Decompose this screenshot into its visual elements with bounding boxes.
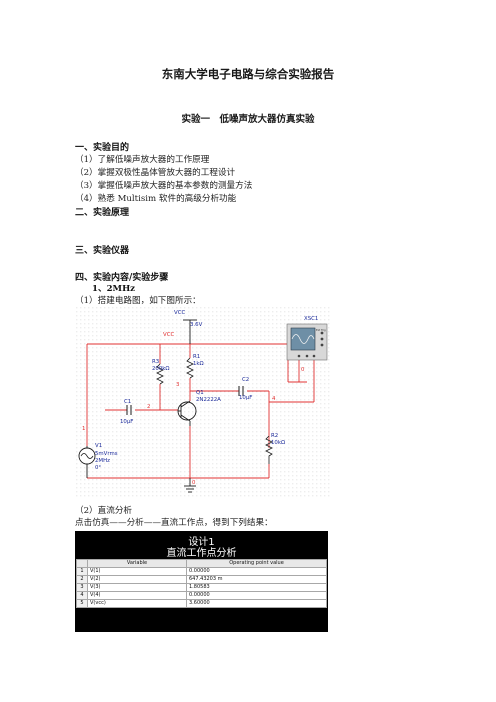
r1-value: 1kΩ bbox=[193, 361, 204, 367]
r1-name: R1 bbox=[193, 354, 200, 360]
table-row: 3 V(3) 1.80583 bbox=[76, 583, 327, 592]
q1-name: Q1 bbox=[196, 390, 204, 396]
dc-results-table: Variable Operating point value 1 V(1) 0.… bbox=[76, 559, 327, 608]
purpose-item: （3）掌握低噪声放大器的基本参数的测量方法 bbox=[75, 181, 253, 191]
wires-red bbox=[86, 343, 315, 479]
document-title: 东南大学电子电路与综合实验报告 bbox=[161, 67, 335, 81]
vcc-net-label: VCC bbox=[163, 332, 174, 338]
r2-resistor bbox=[265, 435, 273, 464]
row-variable: V(2) bbox=[87, 575, 187, 584]
row-value: 647.43203 m bbox=[186, 575, 327, 584]
step-dc-analysis: （2）直流分析 bbox=[75, 506, 133, 516]
header-value: Operating point value bbox=[186, 559, 327, 568]
purpose-item: （1）了解低噪声放大器的工作原理 bbox=[75, 155, 210, 165]
row-index: 4 bbox=[76, 591, 88, 600]
r3-resistor bbox=[156, 363, 164, 385]
header-variable: Variable bbox=[87, 559, 187, 568]
r1-resistor bbox=[186, 357, 194, 379]
table-row: 5 V(vcc) 3.60000 bbox=[76, 599, 327, 608]
node-2: 2 bbox=[147, 404, 150, 410]
q1-model: 2N2222A bbox=[196, 397, 221, 403]
r2-value: 10kΩ bbox=[271, 440, 285, 446]
c1-value: 10μF bbox=[120, 419, 133, 425]
purpose-item: （2）掌握双极性晶体管放大器的工程设计 bbox=[75, 168, 236, 178]
xsc1-label: XSC1 bbox=[304, 316, 318, 322]
v1-name: V1 bbox=[95, 443, 102, 449]
header-index bbox=[76, 559, 88, 568]
section-heading-principle: 二、实验原理 bbox=[75, 208, 130, 218]
node-1: 1 bbox=[82, 426, 85, 432]
subsection-2mhz: 1、2MHz bbox=[92, 284, 136, 294]
row-index: 1 bbox=[76, 567, 88, 576]
design-label: 设计1 bbox=[188, 537, 215, 548]
r2-name: R2 bbox=[271, 433, 278, 439]
v1-source bbox=[78, 447, 96, 465]
vcc-label: VCC bbox=[174, 310, 185, 316]
oscilloscope-xsc1 bbox=[286, 323, 328, 361]
node-3: 3 bbox=[176, 382, 179, 388]
row-value: 0.00000 bbox=[186, 591, 327, 600]
row-index: 5 bbox=[76, 599, 88, 608]
row-value: 3.60000 bbox=[186, 599, 327, 608]
node-0-ground: 0 bbox=[192, 480, 196, 486]
row-variable: V(vcc) bbox=[87, 599, 187, 608]
row-value: 0.00000 bbox=[186, 567, 327, 576]
row-variable: V(1) bbox=[87, 567, 187, 576]
section-heading-content: 四、实验内容/实验步骤 bbox=[75, 273, 169, 283]
section-heading-purpose: 一、实验目的 bbox=[75, 143, 130, 153]
vcc-value: 3.6V bbox=[190, 322, 203, 328]
r3-name: R3 bbox=[152, 359, 159, 365]
dc-operating-point-panel: 设计1 直流工作点分析 Variable Operating point val… bbox=[75, 531, 328, 632]
purpose-item: （4）熟悉 Multisim 软件的高级分析功能 bbox=[75, 194, 237, 204]
node-0-scope: 0 bbox=[301, 367, 305, 373]
c1-capacitor bbox=[126, 405, 132, 415]
node-4: 4 bbox=[272, 396, 276, 402]
row-index: 2 bbox=[76, 575, 88, 584]
row-index: 3 bbox=[76, 583, 88, 592]
q1-transistor bbox=[177, 400, 197, 426]
ext-trig-label: Ext Trig bbox=[316, 328, 326, 332]
section-heading-instruments: 三、实验仪器 bbox=[75, 246, 130, 256]
step-dc-description: 点击仿真——分析——直流工作点，得到下列结果： bbox=[75, 518, 273, 528]
c1-name: C1 bbox=[124, 399, 131, 405]
row-variable: V(3) bbox=[87, 583, 187, 592]
table-row: 2 V(2) 647.43203 m bbox=[76, 575, 327, 584]
table-row: 4 V(4) 0.00000 bbox=[76, 591, 327, 600]
dc-analysis-title: 直流工作点分析 bbox=[166, 548, 237, 559]
c2-capacitor bbox=[238, 386, 244, 396]
v1-amplitude: 5mVrms bbox=[95, 451, 118, 457]
row-variable: V(4) bbox=[87, 591, 187, 600]
row-value: 1.80583 bbox=[186, 583, 327, 592]
v1-frequency: 2MHz bbox=[95, 458, 110, 464]
circuit-schematic: VCC 3.6V VCC R3 200kΩ R1 1kΩ Q1 2N2222A … bbox=[75, 306, 331, 498]
c2-value: 10μF bbox=[239, 395, 252, 401]
table-row: 1 V(1) 0.00000 bbox=[76, 567, 327, 576]
c2-name: C2 bbox=[242, 377, 249, 383]
v1-phase: 0° bbox=[95, 465, 101, 471]
table-header-row: Variable Operating point value bbox=[76, 559, 327, 568]
step-build-circuit: （1）搭建电路图，如下图所示： bbox=[75, 296, 201, 306]
r3-value: 200kΩ bbox=[152, 366, 170, 372]
experiment-title: 实验一 低噪声放大器仿真实验 bbox=[181, 114, 315, 125]
